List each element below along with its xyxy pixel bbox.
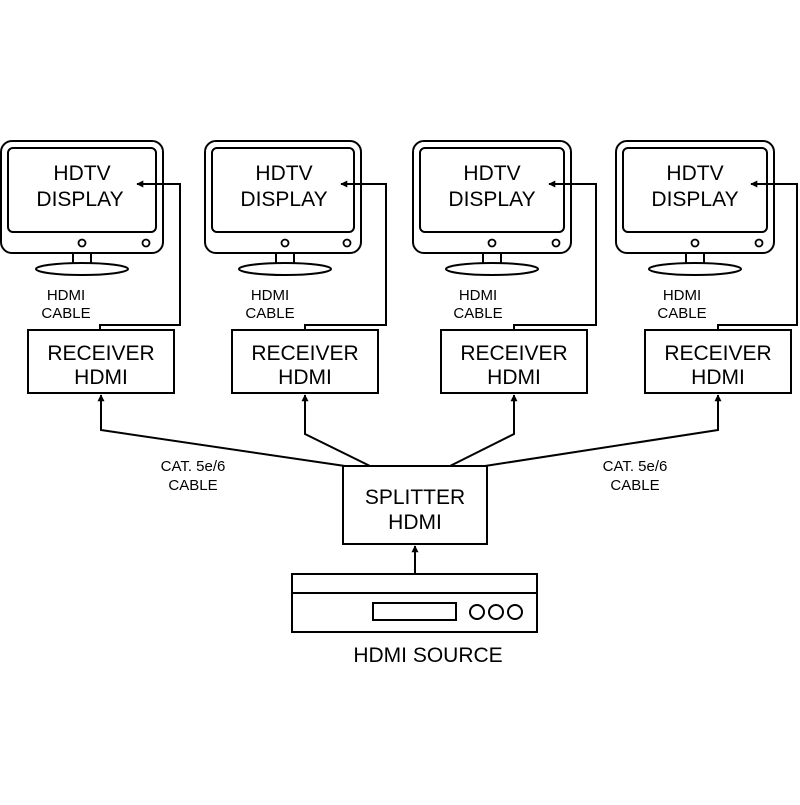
hdmi-cable-line — [304, 180, 387, 330]
display-subtitle: DISPLAY — [36, 188, 123, 211]
cat-cable-line-1 — [97, 394, 346, 467]
cat-cable-label-right-2: CABLE — [610, 477, 659, 494]
splitter-subtitle: HDMI — [388, 511, 442, 534]
disc-tray-icon — [372, 602, 457, 621]
receiver-frame — [440, 329, 588, 394]
receiver-frame — [27, 329, 175, 394]
monitor-screen — [211, 147, 355, 233]
receiver-subtitle: HDMI — [487, 366, 541, 389]
receiver-title: RECEIVER — [460, 342, 567, 365]
hdmi-cable-line — [99, 180, 181, 330]
display-title: HDTV — [666, 162, 723, 185]
receiver-subtitle: HDMI — [74, 366, 128, 389]
cat-cable-label-left-1: CAT. 5e/6 — [161, 458, 226, 475]
cat-cable-label-right-1: CAT. 5e/6 — [603, 458, 668, 475]
cat-cable-lines — [97, 394, 722, 467]
hdmi-source-label: HDMI SOURCE — [353, 644, 502, 667]
splitter-title: SPLITTER — [365, 486, 465, 509]
hdmi-cable-label-2: CABLE — [41, 305, 90, 322]
display-subtitle: DISPLAY — [240, 188, 327, 211]
monitor-stand — [35, 262, 129, 276]
power-button-icon — [77, 238, 87, 248]
hdmi-cable-label-1: HDMI — [459, 287, 497, 304]
indicator-light-icon — [551, 238, 561, 248]
source-knob-icon-1 — [469, 604, 485, 620]
display-title: HDTV — [53, 162, 110, 185]
hdmi-cable-label-2: CABLE — [453, 305, 502, 322]
monitor-stand — [445, 262, 539, 276]
source-knob-icon-3 — [507, 604, 523, 620]
monitor-stand — [238, 262, 332, 276]
splitter-box: SPLITTER HDMI — [342, 465, 488, 545]
hdmi-cable-line — [717, 180, 798, 330]
indicator-light-icon — [342, 238, 352, 248]
indicator-light-icon — [754, 238, 764, 248]
hdmi-cable-label-1: HDMI — [251, 287, 289, 304]
receiver-title: RECEIVER — [664, 342, 771, 365]
cat-cable-line-4 — [484, 394, 722, 467]
display-title: HDTV — [463, 162, 520, 185]
source-knob-icon-2 — [488, 604, 504, 620]
power-button-icon — [690, 238, 700, 248]
hdmi-source-device — [291, 573, 538, 633]
power-button-icon — [280, 238, 290, 248]
receiver-box-1: RECEIVER HDMI — [27, 329, 175, 394]
hdmi-cable-label-2: CABLE — [657, 305, 706, 322]
receiver-box-2: RECEIVER HDMI — [231, 329, 379, 394]
hdmi-cable-label-1: HDMI — [47, 287, 85, 304]
power-button-icon — [487, 238, 497, 248]
monitor-screen — [7, 147, 157, 233]
indicator-light-icon — [141, 238, 151, 248]
hdtv-display-2: HDTV DISPLAY HDMI CABLE — [204, 140, 387, 330]
hdmi-cable-label-2: CABLE — [245, 305, 294, 322]
monitor-screen — [419, 147, 565, 233]
hdmi-cable-label-1: HDMI — [663, 287, 701, 304]
receiver-title: RECEIVER — [251, 342, 358, 365]
cat-cable-line-3 — [449, 394, 518, 467]
receiver-subtitle: HDMI — [691, 366, 745, 389]
receiver-box-3: RECEIVER HDMI — [440, 329, 588, 394]
hdtv-display-3: HDTV DISPLAY HDMI CABLE — [412, 140, 597, 330]
receiver-subtitle: HDMI — [278, 366, 332, 389]
receiver-frame — [231, 329, 379, 394]
display-title: HDTV — [255, 162, 312, 185]
receiver-box-4: RECEIVER HDMI — [644, 329, 792, 394]
hdtv-display-4: HDTV DISPLAY HDMI CABLE — [615, 140, 798, 330]
receiver-title: RECEIVER — [47, 342, 154, 365]
cat-cable-label-left-2: CABLE — [168, 477, 217, 494]
receiver-frame — [644, 329, 792, 394]
display-subtitle: DISPLAY — [448, 188, 535, 211]
hdmi-cable-line — [513, 180, 597, 330]
display-subtitle: DISPLAY — [651, 188, 738, 211]
hdtv-display-1: HDTV DISPLAY HDMI CABLE — [0, 140, 181, 330]
monitor-stand — [648, 262, 742, 276]
cat-cable-line-2 — [301, 394, 371, 467]
monitor-screen — [622, 147, 768, 233]
splitter-frame — [342, 465, 488, 545]
